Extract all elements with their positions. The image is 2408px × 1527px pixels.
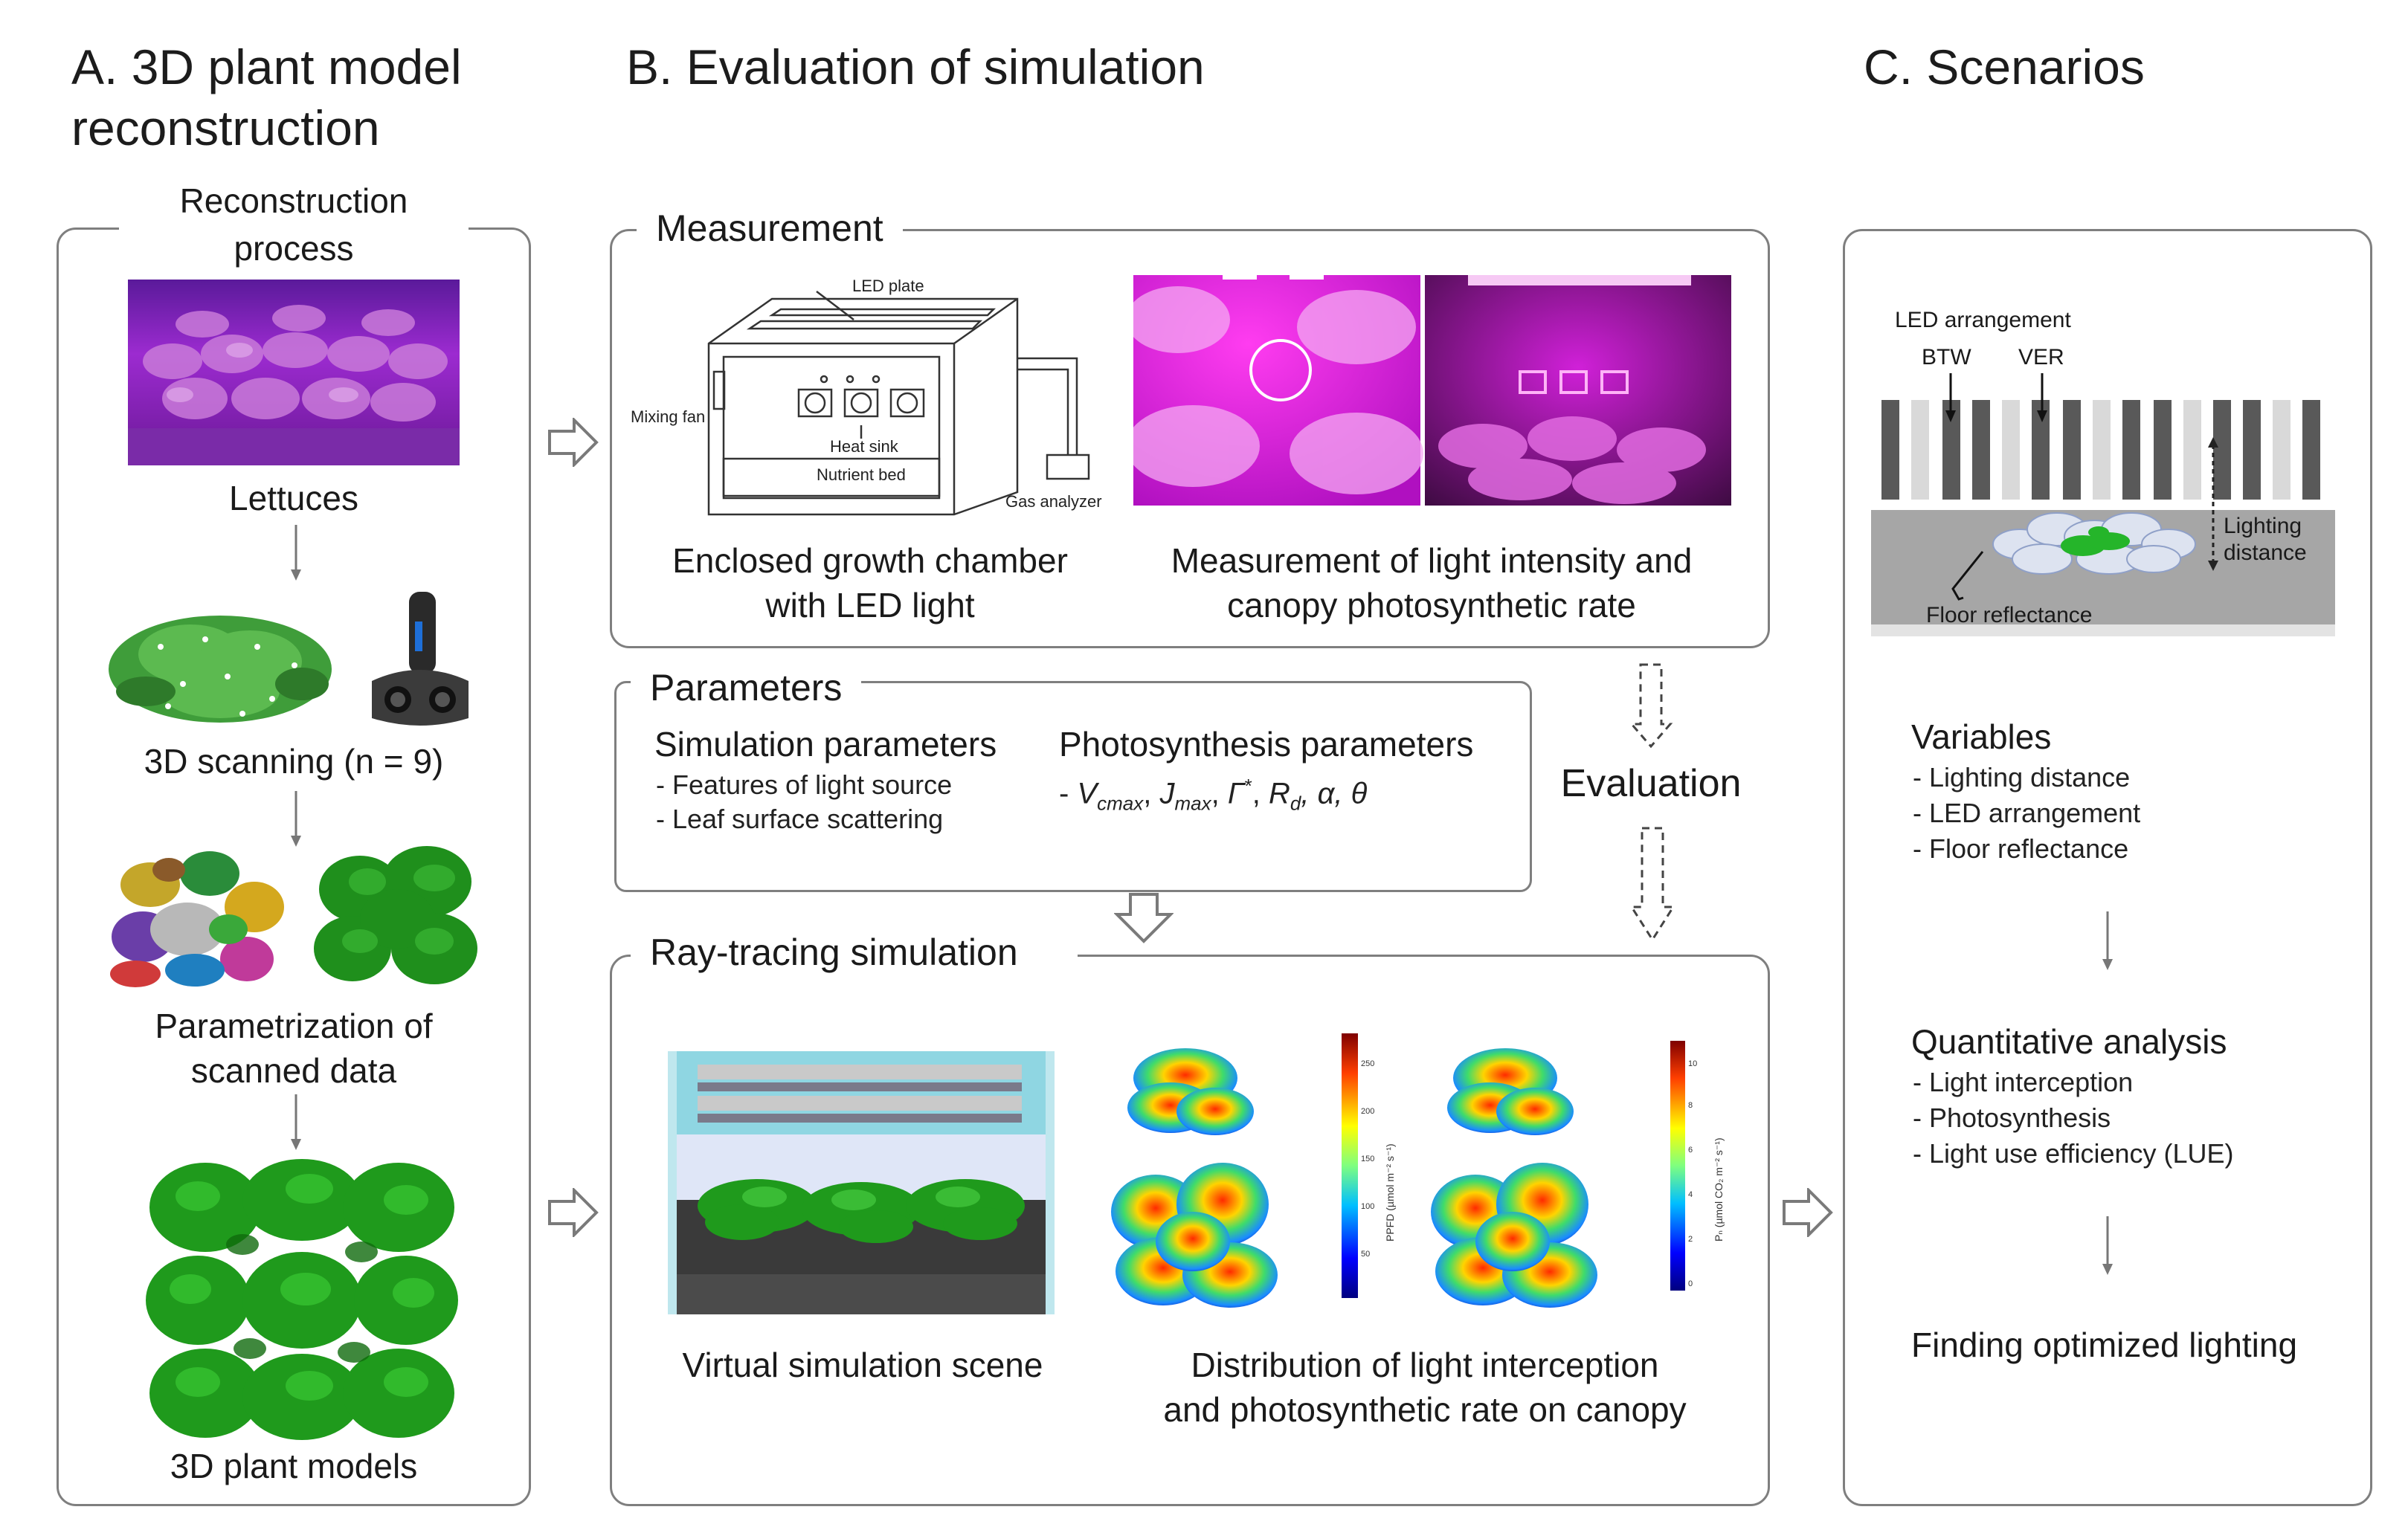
colorbar1-tick: 50 (1361, 1250, 1370, 1259)
nutrient-bed-label: Nutrient bed (817, 465, 906, 484)
measurement-photo (1133, 275, 1731, 506)
gas-analyzer-label: Gas analyzer (1005, 492, 1102, 511)
panel-b-title: B. Evaluation of simulation (626, 39, 1205, 94)
panel-a-title-line2: reconstruction (71, 100, 380, 155)
lettuce-photo (128, 280, 460, 465)
photosynthesis-parameter-list: - Vcmax, Jmax, Γ*, Rd, α, θ (1059, 775, 1368, 815)
canopy-heatmaps: 250 200 150 100 50 PPFD (µmol m⁻² s⁻¹) (1111, 1033, 1751, 1331)
measurement-header: Measurement (637, 207, 903, 250)
panel-c-title: C. Scenarios (1864, 39, 2145, 94)
distance-label: distance (2224, 540, 2307, 565)
colorbar2-tick: 4 (1688, 1190, 1693, 1199)
quantitative-analysis-title: Quantitative analysis (1911, 1022, 2227, 1061)
evaluation-arrow-down-icon (1629, 825, 1676, 944)
raytracing-header: Ray-tracing simulation (631, 931, 1078, 974)
arrow-right-1-icon (547, 418, 599, 467)
virtual-scene-image (668, 1051, 1055, 1314)
colorbar2-tick: 0 (1688, 1279, 1693, 1288)
colorbar2-label: Pₙ (µmol CO₂ m⁻² s⁻¹) (1713, 1137, 1725, 1242)
lettuces-label: Lettuces (229, 479, 358, 517)
virtual-scene-caption: Virtual simulation scene (682, 1346, 1043, 1384)
parametrization-line2: scanned data (190, 1051, 397, 1090)
colorbar1-tick: 200 (1361, 1107, 1374, 1116)
3d-scanner-icon (364, 584, 476, 733)
simulation-parameters-title: Simulation parameters (654, 725, 997, 764)
arrow-right-2-icon (547, 1188, 599, 1237)
scanned-lettuce-image (101, 595, 339, 736)
3d-plant-models-image (146, 1155, 458, 1445)
panel-a-title-line1: A. 3D plant model (71, 39, 462, 94)
variable-item: - Floor reflectance (1913, 833, 2129, 864)
led-arrangement-label: LED arrangement (1895, 308, 2071, 332)
evaluation-arrow-up-icon (1629, 662, 1673, 751)
parametrized-lettuce-image (308, 837, 486, 993)
photosynthesis-parameters-title: Photosynthesis parameters (1059, 725, 1474, 764)
measurement-caption-line1: Measurement of light intensity and (1171, 541, 1693, 580)
distribution-caption-line2: and photosynthetic rate on canopy (1163, 1390, 1687, 1429)
simulation-parameter-item: - Leaf surface scattering (656, 804, 944, 834)
chamber-caption-line1: Enclosed growth chamber (672, 541, 1068, 580)
quantitative-item: - Photosynthesis (1913, 1103, 2111, 1133)
variable-item: - Lighting distance (1913, 762, 2131, 792)
floor-reflectance-label: Floor reflectance (1926, 603, 2093, 627)
finding-optimized-lighting: Finding optimized lighting (1911, 1326, 2298, 1364)
3d-plant-models-label: 3D plant models (170, 1447, 418, 1485)
variable-item: - LED arrangement (1913, 798, 2141, 828)
parameters-frame (614, 681, 1532, 892)
panel-c-frame (1843, 229, 2372, 1506)
segmented-leaves-image (98, 840, 292, 989)
arrow-down-2-icon (290, 791, 302, 848)
ver-label: VER (2018, 345, 2064, 369)
lighting-label: Lighting (2224, 514, 2302, 538)
arrow-down-c2-icon (2102, 1216, 2114, 1276)
reconstruction-process-line1: Reconstruction (119, 178, 469, 223)
heat-sink-label: Heat sink (830, 437, 898, 456)
growth-chamber-schematic: LED plate Mixing fan Heat sink Nutrient … (631, 277, 1107, 522)
measurement-caption-line2: canopy photosynthetic rate (1227, 586, 1636, 624)
colorbar1-tick: 250 (1361, 1059, 1374, 1068)
arrow-down-c1-icon (2102, 911, 2114, 971)
led-plate-label: LED plate (852, 277, 924, 295)
reconstruction-process-line2: process (119, 226, 469, 271)
arrow-down-parameters-icon (1114, 892, 1174, 944)
measurement-frame (610, 229, 1770, 648)
parameters-header: Parameters (631, 666, 862, 709)
colorbar1-label: PPFD (µmol m⁻² s⁻¹) (1384, 1143, 1396, 1242)
arrow-right-3-icon (1782, 1188, 1834, 1237)
arrow-down-1-icon (290, 525, 302, 581)
mixing-fan-label: Mixing fan (631, 407, 706, 426)
distribution-caption-line1: Distribution of light interception (1191, 1346, 1659, 1384)
colorbar1-tick: 100 (1361, 1202, 1374, 1211)
simulation-parameter-item: - Features of light source (656, 769, 953, 800)
colorbar2-tick: 2 (1688, 1235, 1693, 1244)
colorbar2-tick: 8 (1688, 1101, 1693, 1110)
colorbar1-tick: 150 (1361, 1155, 1374, 1163)
variables-title: Variables (1911, 717, 2052, 756)
evaluation-label: Evaluation (1560, 762, 1742, 805)
arrow-down-3-icon (290, 1094, 302, 1151)
chamber-caption-line2: with LED light (765, 586, 975, 624)
parametrization-line1: Parametrization of (155, 1007, 433, 1045)
colorbar2-tick: 6 (1688, 1146, 1693, 1155)
scanning-label: 3D scanning (n = 9) (144, 742, 444, 781)
quantitative-item: - Light use efficiency (LUE) (1913, 1138, 2234, 1169)
led-arrangement-schematic: LED arrangement BTW VER Lighting distanc… (1871, 306, 2335, 636)
quantitative-item: - Light interception (1913, 1067, 2134, 1097)
colorbar2-tick: 10 (1688, 1059, 1697, 1068)
raytracing-frame (610, 955, 1770, 1506)
btw-label: BTW (1922, 345, 1971, 369)
